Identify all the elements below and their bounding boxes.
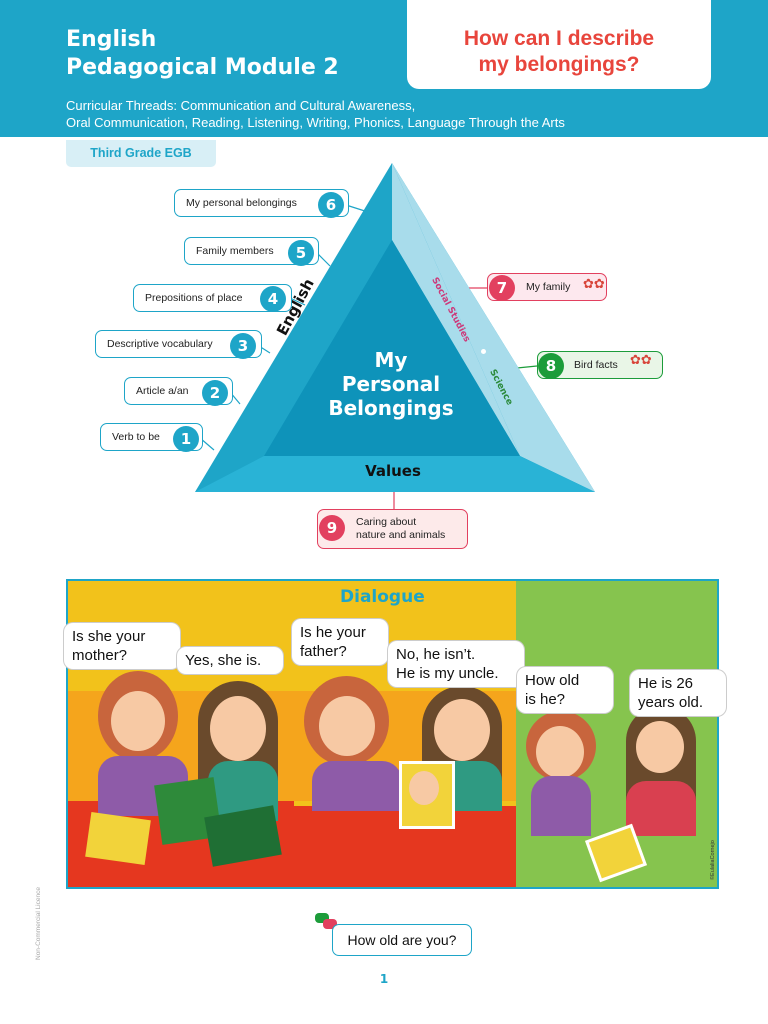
center-title: My Personal Belongings [296,348,486,420]
grade-tab: Third Grade EGB [66,140,216,167]
topic-label-line-1: Caring about [356,516,417,528]
topic-number-8: 8 [538,353,564,379]
comic-panel-3 [516,581,717,887]
topic-label: Article a/an [136,385,189,397]
center-line-3: Belongings [328,396,454,420]
speech-bubble-6: He is 26 years old. [630,670,726,716]
speech-bubble-5: How old is he? [517,667,613,713]
bubble-3-line-2: father? [300,643,347,660]
page-number: 1 [379,972,389,986]
topic-number-1: 1 [173,426,199,452]
topic-label: Bird facts [574,359,618,371]
dialogue-title: Dialogue [340,587,425,607]
topic-number-2: 2 [202,380,228,406]
bubble-3-line-1: Is he your [300,624,366,641]
bubble-4-line-1: No, he isn’t. [396,646,476,663]
bubble-5-line-1: How old [525,672,580,689]
illustration-credit: ©EulaliaCornejo [710,840,716,880]
topic-label: Family members [196,245,274,257]
question-line-2: my belongings? [478,53,640,76]
bubble-5-line-2: is he? [525,691,566,708]
bubble-1-line-2: mother? [72,647,128,664]
topic-label: Descriptive vocabulary [107,338,213,350]
threads-line-2: Oral Communication, Reading, Listening, … [66,115,565,130]
separator-dot [481,349,486,354]
speech-bubble-4: No, he isn’t. He is my uncle. [388,641,524,687]
topic-number-7: 7 [489,275,515,301]
speaking-prompt: How old are you? [332,924,472,956]
question-line-1: How can I describe [463,27,655,50]
topic-label: Verb to be [112,431,160,443]
curricular-threads: Curricular Threads: Communication and Cu… [66,97,565,131]
topic-number-4: 4 [260,286,286,312]
topic-label: My personal belongings [186,197,297,209]
bubble-2-text: Yes, she is. [185,652,262,669]
flower-icon: ✿✿ [583,277,605,292]
topic-number-6: 6 [318,192,344,218]
triangle-diagram [195,163,595,509]
speech-bubble-1: Is she your mother? [64,623,180,669]
values-label: Values [365,462,421,480]
unit-question: How can I describe my belongings? [407,26,711,78]
module-title: English Pedagogical Module 2 [66,26,339,82]
title-line-1: English [66,27,157,52]
topic-number-3: 3 [230,333,256,359]
triangle-center [264,240,520,456]
topic-number-9: 9 [319,515,345,541]
triangle-base [195,456,595,492]
bubble-1-line-1: Is she your [72,628,146,645]
topic-number-5: 5 [288,240,314,266]
licence-note: Non-Commercial Licence [35,887,42,960]
title-line-2: Pedagogical Module 2 [66,55,339,80]
topic-label: Prepositions of place [145,292,243,304]
triangle-right-face [392,163,595,492]
comic-panel-2 [294,581,516,887]
center-line-2: Personal [341,372,441,396]
center-line-1: My [374,348,408,372]
bubble-4-line-2: He is my uncle. [396,665,499,682]
threads-line-1: Curricular Threads: Communication and Cu… [66,98,416,113]
dialogue-comic [66,579,719,889]
topic-label-line-2: nature and animals [356,529,446,541]
speech-bubble-3: Is he your father? [292,619,388,665]
speech-bubble-2: Yes, she is. [177,647,283,674]
topic-label: My family [526,281,571,293]
bubble-6-line-1: He is 26 [638,675,694,692]
question-box: How can I describe my belongings? [407,0,711,89]
bubble-6-line-2: years old. [638,694,704,711]
flower-icon: ✿✿ [630,353,652,368]
comic-panel-1 [68,581,294,887]
